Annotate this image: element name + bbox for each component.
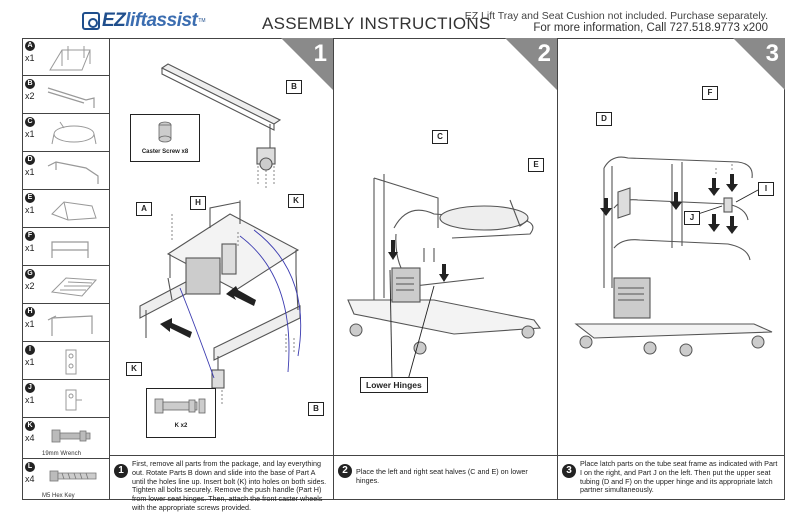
part-qty: x4 [25, 433, 35, 443]
logo-text: EZliftassist [102, 10, 198, 31]
part-f: F x1 [22, 228, 109, 266]
logo-mark-icon [82, 12, 100, 30]
instruction-text: Place latch parts on the tube seat frame… [580, 459, 778, 495]
callout-e: E [528, 158, 544, 172]
part-letter: D [25, 155, 35, 165]
part-letter: B [25, 79, 35, 89]
part-letter: J [25, 383, 35, 393]
instruction-number: 1 [114, 464, 128, 478]
part-b: B x2 [22, 76, 109, 114]
inset-caption: Caster Screw x8 [141, 149, 189, 155]
step-2-instruction: 2 Place the left and right seat halves (… [334, 455, 557, 500]
part-letter: A [25, 41, 35, 51]
part-letter: H [25, 307, 35, 317]
step-3-instruction: 3 Place latch parts on the tube seat fra… [558, 455, 784, 500]
instruction-frame [22, 38, 785, 500]
part-i: I x1 [22, 342, 109, 380]
part-letter: L [25, 462, 35, 472]
brand-logo: EZliftassist TM [82, 10, 206, 32]
step-3-drawing [574, 156, 773, 357]
part-qty: x1 [25, 129, 35, 139]
logo-trademark: TM [198, 18, 206, 24]
instruction-number: 2 [338, 464, 352, 478]
step-corner [733, 38, 785, 90]
part-letter: K [25, 421, 35, 431]
part-qty: x1 [25, 395, 35, 405]
callout-k-left: K [126, 362, 142, 376]
inset-caption: K x2 [174, 423, 188, 429]
part-e: E x1 [22, 190, 109, 228]
part-j: J x1 [22, 380, 109, 418]
part-qty: x1 [25, 319, 35, 329]
part-caption: M5 Hex Key [42, 493, 75, 499]
callout-b-bottom: B [308, 402, 324, 416]
step-1-drawing [139, 63, 302, 404]
callout-i: I [758, 182, 774, 196]
part-qty: x2 [25, 91, 35, 101]
caster-screw-icon [158, 121, 172, 143]
part-k: K x4 19mm Wrench [22, 418, 109, 459]
step-number: 2 [537, 40, 551, 67]
callout-a: A [136, 202, 152, 216]
part-letter: I [25, 345, 35, 355]
step-2-drawing [347, 174, 542, 381]
part-qty: x4 [25, 474, 35, 484]
part-c: C x1 [22, 114, 109, 152]
part-e-icon [51, 201, 97, 221]
part-letter: F [25, 231, 35, 241]
inset-bolt: K x2 [146, 388, 216, 438]
part-b-icon [47, 87, 95, 108]
part-g-icon [50, 277, 98, 297]
parts-list: A x1 B x2 C x1 D x1 E x1 F x1 G x2 H x1 … [22, 38, 110, 500]
step-2-panel: 2 C E Lower Hinges [334, 38, 558, 500]
part-h-icon [47, 315, 93, 336]
part-qty: x2 [25, 281, 35, 291]
part-i-icon [65, 349, 77, 375]
part-g: G x2 [22, 266, 109, 304]
step-corner [505, 38, 557, 90]
step-number: 3 [765, 40, 779, 67]
instruction-text: First, remove all parts from the package… [132, 459, 327, 512]
screw-icon [49, 470, 97, 482]
part-qty: x1 [25, 205, 35, 215]
part-qty: x1 [25, 167, 35, 177]
bolt-icon [51, 429, 91, 443]
part-letter: C [25, 117, 35, 127]
page-title: ASSEMBLY INSTRUCTIONS [262, 14, 491, 33]
part-d: D x1 [22, 152, 109, 190]
part-letter: E [25, 193, 35, 203]
bolt-icon [154, 398, 206, 414]
lower-hinges-label: Lower Hinges [360, 377, 428, 393]
instruction-text: Place the left and right seat halves (C … [356, 467, 528, 485]
part-a: A x1 [22, 38, 109, 76]
part-qty: x1 [25, 53, 35, 63]
part-l: L x4 M5 Hex Key [22, 459, 109, 500]
callout-c: C [432, 130, 448, 144]
callout-h: H [190, 196, 206, 210]
page-header: EZliftassist TM ASSEMBLY INSTRUCTIONS EZ… [0, 0, 808, 38]
instruction-number: 3 [562, 464, 576, 478]
part-letter: G [25, 269, 35, 279]
note-not-included: EZ Lift Tray and Seat Cushion not includ… [464, 10, 768, 22]
part-d-icon [47, 161, 99, 184]
callout-b-top: B [286, 80, 302, 94]
note-contact: For more information, Call 727.518.9773 … [533, 22, 768, 34]
step-1-panel: 1 [110, 38, 334, 512]
step-3-panel: 3 [558, 38, 785, 500]
callout-d: D [596, 112, 612, 126]
part-qty: x1 [25, 357, 35, 367]
callout-k-right: K [288, 194, 304, 208]
callout-j: J [684, 211, 700, 225]
part-caption: 19mm Wrench [42, 451, 81, 457]
part-f-icon [51, 241, 89, 258]
part-qty: x1 [25, 243, 35, 253]
part-j-icon [65, 389, 82, 411]
part-c-icon [51, 121, 97, 145]
inset-caster-screw: Caster Screw x8 [130, 114, 200, 162]
part-a-icon [49, 46, 91, 71]
part-h: H x1 [22, 304, 109, 342]
step-number: 1 [313, 40, 327, 67]
callout-f: F [702, 86, 718, 100]
step-1-instruction: 1 First, remove all parts from the packa… [110, 455, 333, 512]
